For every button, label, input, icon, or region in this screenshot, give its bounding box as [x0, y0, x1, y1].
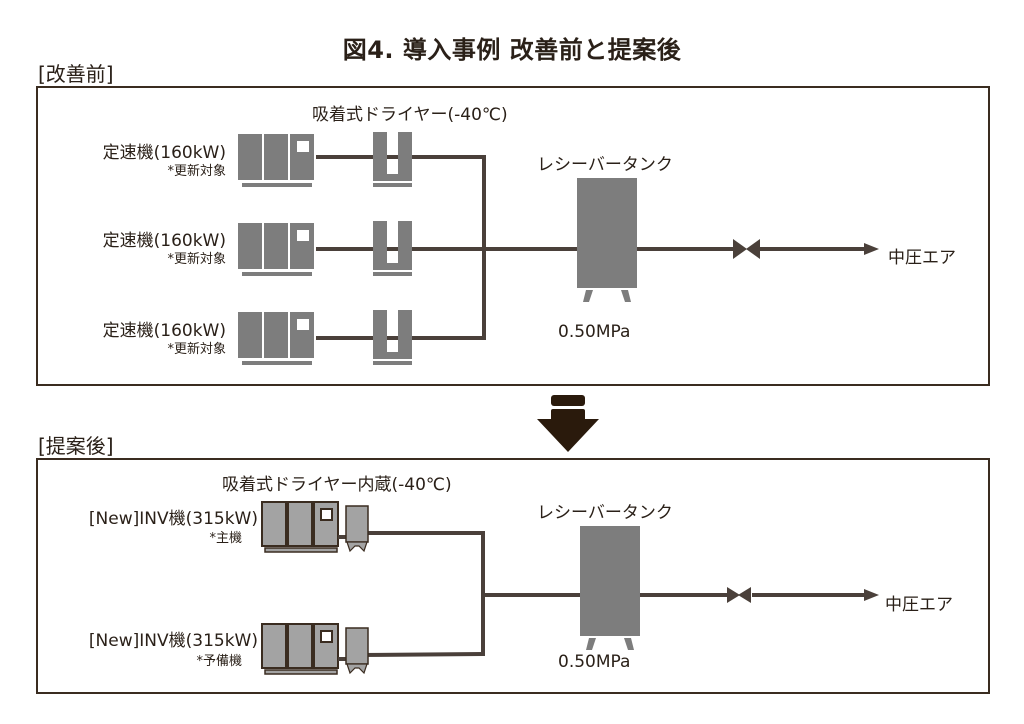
- before-compressor-1-name: 定速機(160kW): [102, 143, 226, 163]
- after-output-arrow-icon: [864, 589, 879, 601]
- before-output-label: 中圧エア: [888, 248, 956, 268]
- before-panel: [36, 86, 990, 386]
- after-panel: [36, 458, 990, 694]
- before-compressor-3-icon: [238, 312, 314, 365]
- after-compressor-2-name: [New]INV機(315kW): [88, 631, 258, 651]
- before-pressure: 0.50MPa: [558, 322, 631, 342]
- after-compressor-2-note: *予備機: [196, 654, 242, 669]
- before-compressor-2-name: 定速機(160kW): [102, 231, 226, 251]
- figure-title: 図4. 導入事例 改善前と提案後: [342, 36, 682, 64]
- before-tank-label: レシーバータンク: [537, 155, 673, 175]
- after-tank-icon: [580, 526, 640, 650]
- before-dryer-1-icon: [373, 132, 412, 187]
- after-valve-icon: [727, 587, 751, 603]
- before-section-label: [改善前]: [38, 62, 114, 86]
- before-compressor-1-note: *更新対象: [167, 164, 226, 179]
- after-compressor-1-name: [New]INV機(315kW): [88, 509, 258, 529]
- before-output-arrow-icon: [864, 243, 879, 255]
- before-compressor-2-note: *更新対象: [167, 252, 226, 267]
- before-compressor-2-icon: [238, 223, 314, 276]
- before-compressor-3-name: 定速機(160kW): [102, 321, 226, 341]
- down-arrow-icon: [537, 395, 599, 452]
- before-compressor-1-icon: [238, 134, 314, 187]
- after-section-label: [提案後]: [38, 434, 114, 458]
- after-dryer-label: 吸着式ドライヤー内蔵(-40℃): [222, 475, 452, 495]
- before-valve-icon: [733, 239, 760, 259]
- after-pressure: 0.50MPa: [558, 652, 631, 672]
- after-compressor-1-note: *主機: [209, 531, 242, 546]
- before-dryer-label: 吸着式ドライヤー(-40℃): [312, 105, 508, 125]
- after-tank-label: レシーバータンク: [537, 503, 673, 523]
- after-output-label: 中圧エア: [885, 595, 953, 615]
- before-compressor-3-note: *更新対象: [167, 342, 226, 357]
- after-compressor-2-icon: [260, 622, 370, 676]
- before-tank-icon: [577, 178, 637, 302]
- after-compressor-1-icon: [260, 500, 370, 554]
